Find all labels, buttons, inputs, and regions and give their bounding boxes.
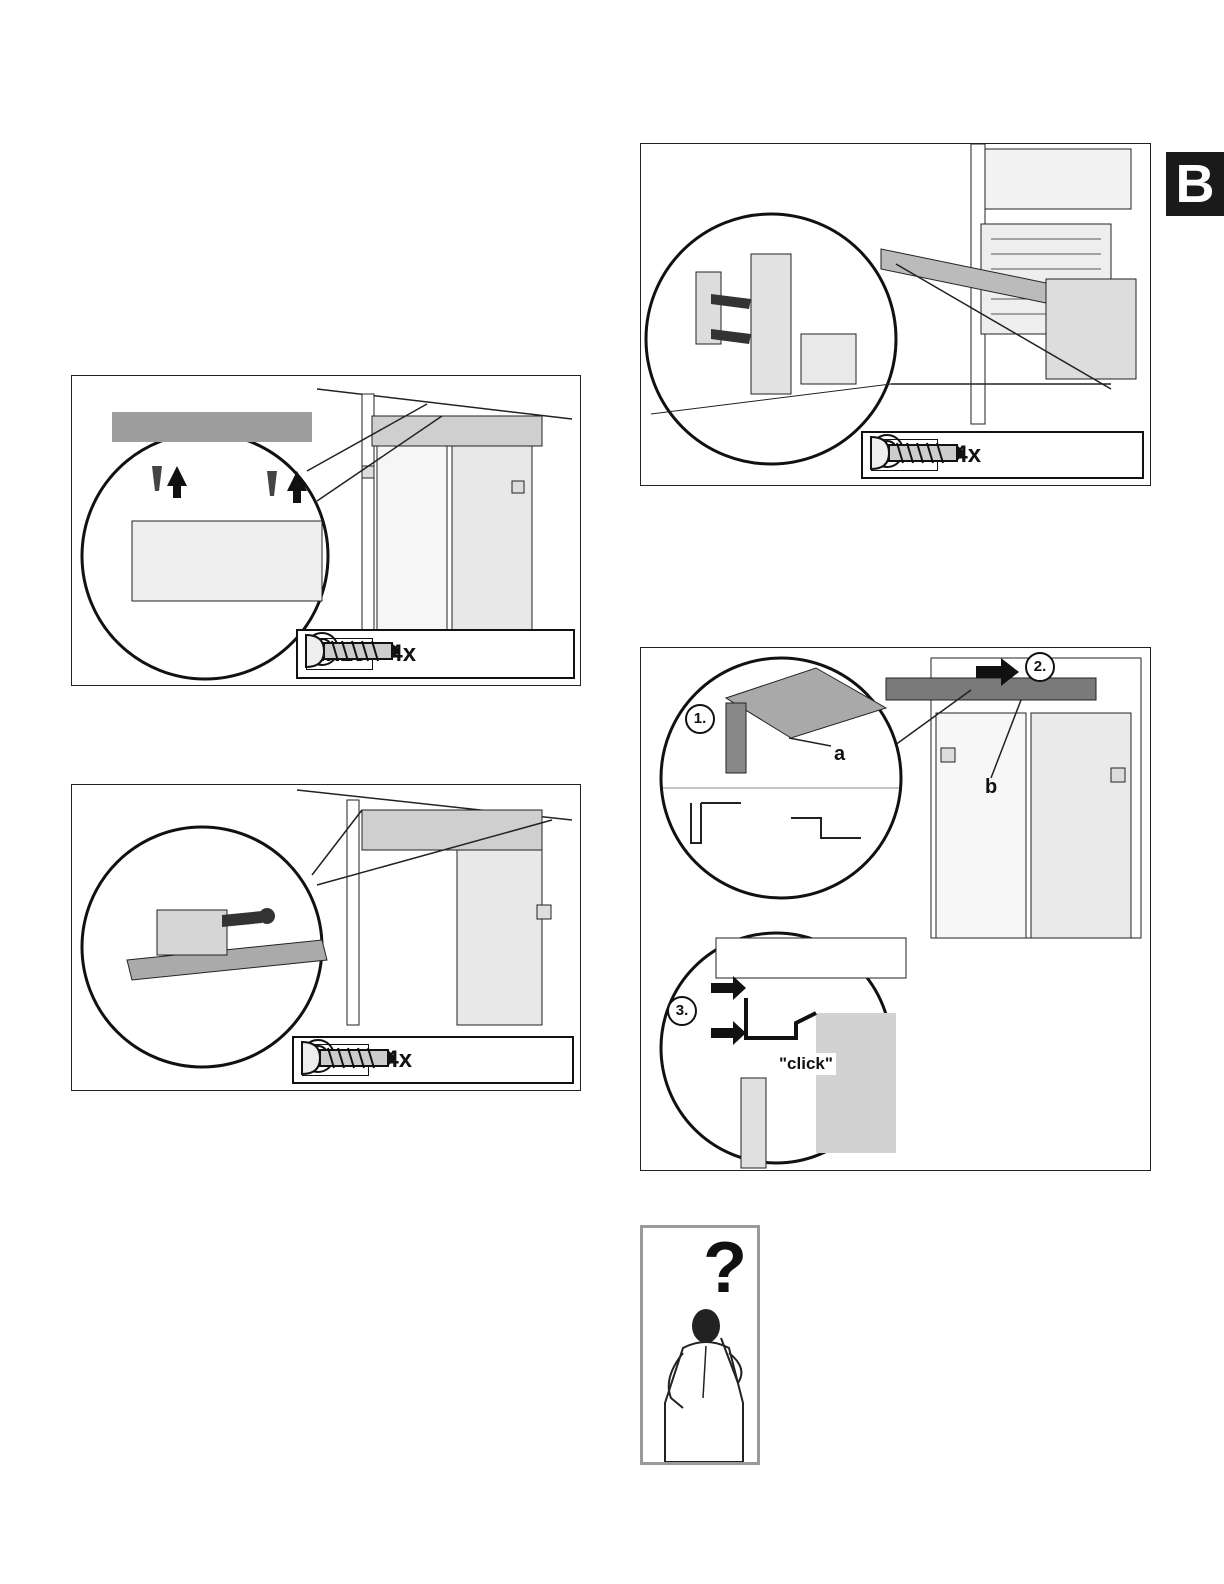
part-label-a: a bbox=[834, 743, 845, 766]
section-tab: B bbox=[1166, 152, 1224, 216]
screw-spec-box: 4x15 4x bbox=[861, 431, 1144, 479]
screw-icon bbox=[302, 631, 402, 671]
thinking-person-illustration bbox=[643, 1228, 757, 1462]
figure-panel-trim-strip: 1. 2. 3. a b "click" bbox=[640, 647, 1151, 1171]
screw-spec-box: 4x15 4x bbox=[292, 1036, 574, 1084]
screw-icon bbox=[298, 1038, 398, 1078]
click-sound-label: "click" bbox=[776, 1053, 836, 1075]
illustration-trim-strip bbox=[641, 648, 1151, 1171]
part-label-b: b bbox=[985, 776, 997, 799]
help-figure: ? bbox=[640, 1225, 760, 1465]
figure-panel-bottom-left: 4x15 4x bbox=[71, 784, 581, 1091]
step-1-label: 1. bbox=[685, 704, 715, 734]
figure-panel-middle-left: 4x15 4x bbox=[71, 375, 581, 686]
step-3-label: 3. bbox=[667, 996, 697, 1026]
screw-spec-box: 4x15 4x bbox=[296, 629, 575, 679]
step-2-label: 2. bbox=[1025, 652, 1055, 682]
figure-panel-top-right: 4x15 4x bbox=[640, 143, 1151, 486]
screw-icon bbox=[867, 433, 967, 473]
